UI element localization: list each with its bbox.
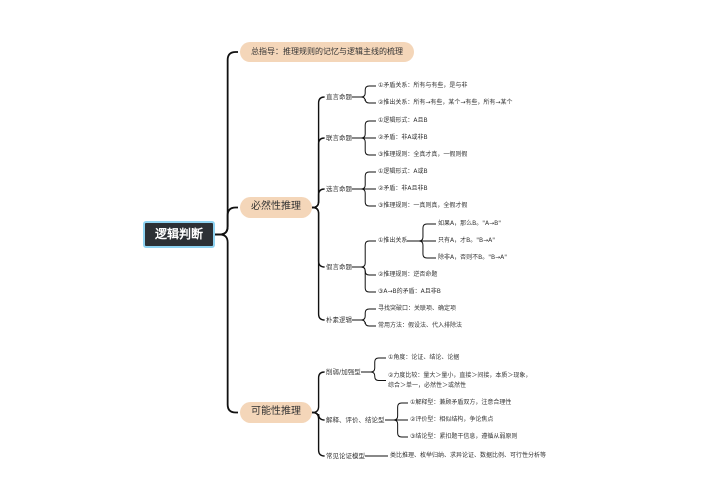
arg-item-1: ①角度：论证、结论、论据 [388,354,460,361]
models-text: 类比推理、枚举归纳、求异论证、数据比例、可行性分析等 [390,452,547,459]
connector-hypo-infer-node [407,223,436,242]
connector-explain-evaluate-node [385,419,408,438]
hypo-item-2: ②推理规则：逆否命题 [378,271,438,278]
conj-item-2: ②矛盾：非A或非B [378,134,428,141]
explain-evaluate-node[interactable]: 解释、评价、结论型 [326,416,385,424]
hypothetical-proposition-node[interactable]: 假言命题 [326,263,352,271]
connector-possibility-node [312,371,325,414]
hypo-infer-item-1: 如果A，那么B。"A→B" [438,220,501,227]
direct-item-1: ①矛盾关系：所有与有些，是与非 [378,82,468,89]
explain-item-1: ①解释型：兼顾矛盾双方，注意合理性 [410,399,512,406]
conjunctive-proposition-node[interactable]: 联言命题 [326,134,352,142]
connector-hypo-infer-node [407,240,436,259]
connector-conjunctive-proposition-node [352,137,376,156]
direct-item-2: ②推出关系：所有→有些，某个→有些，所有→某个 [378,99,513,106]
direct-proposition-node[interactable]: 直言命题 [326,93,352,101]
conj-item-3: ③推理规则：全真才真，一假则假 [378,151,468,158]
explain-item-2: ②评价型：相似结构，争论焦点 [410,416,494,423]
connector-weaken-strengthen-node [361,371,386,381]
connector-possibility-node [312,411,325,457]
disjunctive-proposition-node[interactable]: 选言命题 [326,185,352,193]
connector-direct-proposition-node [352,85,376,98]
connector-root-node [215,206,238,236]
common-models-node[interactable]: 常见论证模型 [326,452,365,460]
connector-hypothetical-proposition-node [352,266,376,293]
hypo-item-3: ③A→B的矛盾：A且非B [378,288,441,295]
connector-direct-proposition-node [352,96,376,104]
plain-item-1: 寻找突破口：关联项、确定项 [378,305,457,312]
connector-disjunctive-proposition-node [352,171,376,190]
plain-item-2: 常用方法：假设法、代入排除法 [378,322,463,329]
arg-item-2: ②力度比较：量大＞量小，直接＞间接，本质＞现象， 综合＞单一，必然性＞或然性 [388,372,531,389]
disj-item-1: ①逻辑形式：A或B [378,168,428,175]
connector-disjunctive-proposition-node [352,188,376,207]
connector-plain-logic-node [352,319,376,327]
conj-item-1: ①逻辑形式：A且B [378,117,428,124]
explain-item-3: ③结论型：紧扣题干信息，遵循从弱原则 [410,433,518,440]
root-node[interactable]: 逻辑判断 [143,221,216,248]
plain-logic-node[interactable]: 朴素逻辑 [326,316,352,324]
necessity-node[interactable]: 必然性推理 [240,197,312,218]
disj-item-3: ③推理规则：一真则真，全假才假 [378,202,468,209]
weaken-strengthen-node[interactable]: 削弱/加强型 [326,368,361,376]
connector-plain-logic-node [352,308,376,321]
hypo-infer-node[interactable]: ①推出关系 [378,237,408,244]
connector-root-node [215,233,238,414]
possibility-node[interactable]: 可能性推理 [240,402,312,423]
connector-hypothetical-proposition-node [352,240,376,268]
connector-weaken-strengthen-node [361,357,386,373]
arg-item-2-line-2: 综合＞单一，必然性＞或然性 [388,381,467,389]
hypo-infer-item-2: 只有A，才B。"B→A" [438,237,495,244]
connector-conjunctive-proposition-node [352,120,376,139]
guide-node[interactable]: 总指导：推理规则的记忆与逻辑主线的梳理 [240,42,414,62]
arg-item-2-line-1: ②力度比较：量大＞量小，直接＞间接，本质＞现象， [388,372,532,379]
disj-item-2: ②矛盾：非A且非B [378,185,428,192]
connector-explain-evaluate-node [385,402,408,421]
connector-necessity-node [312,206,325,321]
hypo-infer-item-3: 除非A，否则不B。"B→A" [438,254,507,261]
